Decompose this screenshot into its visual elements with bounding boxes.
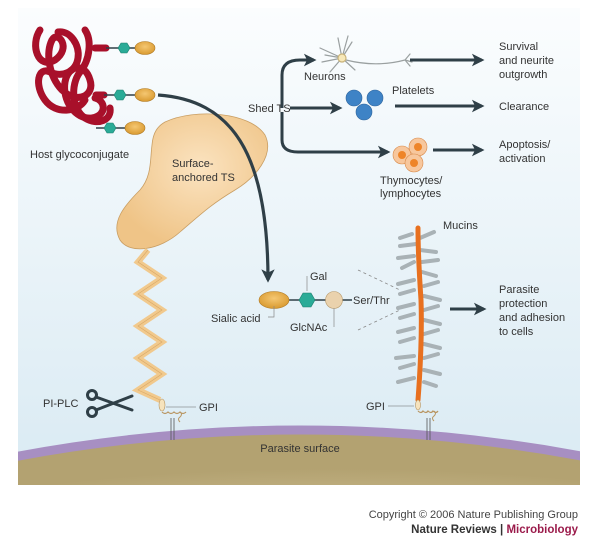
apoptosis-label-1: Apoptosis/	[499, 139, 551, 151]
gal-hexagon-icon	[113, 89, 127, 101]
acceptor-glycan-chain	[258, 269, 401, 331]
mucin-glycans	[394, 230, 442, 388]
survival-label-2: and neurite	[499, 55, 554, 67]
host-glycoconjugate-label: Host glycoconjugate	[30, 149, 129, 161]
host-glycan-chain-2	[104, 88, 156, 102]
shed-ts-label: Shed TS	[248, 103, 291, 115]
survival-label-3: outgrowth	[499, 69, 547, 81]
neurons-label: Neurons	[304, 71, 346, 83]
journal-credit: Nature Reviews | Microbiology	[411, 524, 578, 536]
gpi-anchor-right	[388, 399, 439, 440]
gpi-right-label: GPI	[366, 401, 385, 413]
mucin-core	[415, 225, 424, 403]
thymocytes-label-2: lymphocytes	[380, 188, 442, 200]
shed-ts-to-neurons-arrow	[280, 53, 317, 108]
gpi-left-label: GPI	[199, 402, 218, 414]
sialic-acid-icon	[258, 291, 290, 309]
scissors-icon	[86, 389, 134, 418]
gal-hexagon-icon	[298, 292, 316, 308]
apoptosis-label-2: activation	[499, 153, 545, 165]
gal-hexagon-icon	[117, 42, 131, 54]
parasite-surface-label: Parasite surface	[260, 443, 339, 455]
gal-label: Gal	[310, 271, 327, 283]
shed-ts-to-thymocytes-arrow	[280, 112, 391, 159]
protection-label-4: to cells	[499, 326, 534, 338]
protection-label-2: protection	[499, 298, 547, 310]
surface-anchored-ts-enzyme	[116, 113, 268, 250]
protection-label-1: Parasite	[499, 284, 539, 296]
survival-label-1: Survival	[499, 41, 538, 53]
transfer-arrow	[157, 93, 275, 283]
parasite-body	[18, 430, 580, 485]
sialic-acid-icon	[134, 88, 156, 102]
thymocytes-icon	[392, 137, 428, 173]
platelets-label: Platelets	[392, 85, 435, 97]
protection-label-3: and adhesion	[499, 312, 565, 324]
surface-anchored-ts-label-2: anchored TS	[172, 172, 235, 184]
glcnac-label: GlcNAc	[290, 322, 328, 334]
sialic-acid-label: Sialic acid	[211, 313, 261, 325]
gpi-anchor-left	[158, 398, 196, 440]
journal-name: Nature Reviews	[411, 524, 497, 536]
journal-separator: |	[496, 524, 507, 536]
gal-hexagon-icon	[103, 122, 117, 134]
diagram-background	[18, 8, 580, 485]
platelets-icon	[345, 89, 384, 121]
pi-plc-label: PI-PLC	[43, 398, 79, 410]
host-glycan-chain-1	[106, 41, 156, 55]
host-glycoconjugate	[32, 26, 114, 126]
sialic-acid-icon	[134, 41, 156, 55]
parasite-membrane	[18, 425, 580, 461]
clearance-label: Clearance	[499, 101, 549, 113]
surface-anchored-ts-label-1: Surface-	[172, 158, 214, 170]
neuron-icon	[319, 35, 413, 73]
thymocytes-label-1: Thymocytes/	[380, 175, 443, 187]
glcnac-icon	[325, 291, 343, 309]
journal-subtitle: Microbiology	[506, 524, 578, 536]
sialic-acid-icon	[124, 121, 146, 135]
host-glycan-chain-3	[96, 121, 146, 135]
copyright-notice: Copyright © 2006 Nature Publishing Group	[368, 509, 578, 521]
mucins-label: Mucins	[443, 220, 478, 232]
ser-thr-label: Ser/Thr	[353, 295, 390, 307]
